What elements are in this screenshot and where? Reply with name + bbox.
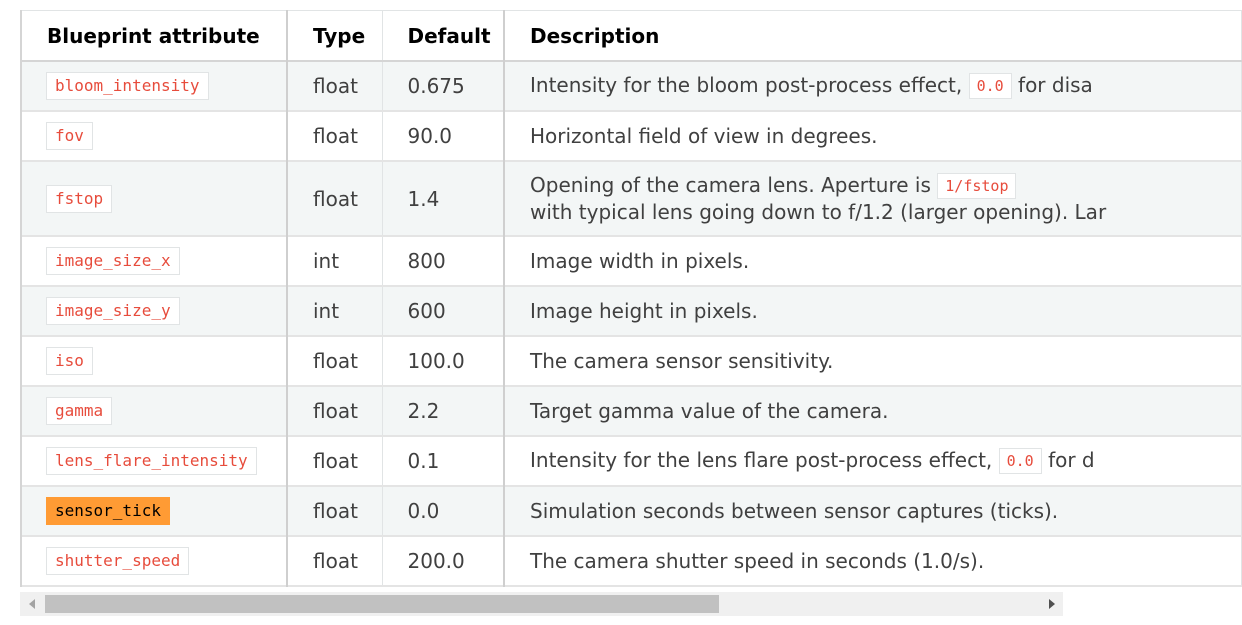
table-row: bloom_intensity float 0.675 Intensity fo… [20, 60, 1242, 112]
attribute-cell: fov [20, 110, 288, 162]
header-description: Description [503, 10, 1242, 62]
table-row: lens_flare_intensity float 0.1 Intensity… [20, 435, 1242, 487]
description-cell: Target gamma value of the camera. [503, 385, 1242, 437]
description-line: with typical lens going down to f/1.2 (l… [530, 200, 1107, 225]
description-cell: The camera shutter speed in seconds (1.0… [503, 535, 1242, 587]
description-cell: Simulation seconds between sensor captur… [503, 485, 1242, 537]
default-cell: 1.4 [381, 160, 505, 237]
type-cell: float [286, 110, 383, 162]
type-cell: float [286, 160, 383, 237]
default-cell: 0.675 [381, 60, 505, 112]
description-cell: Intensity for the lens flare post-proces… [503, 435, 1242, 487]
type-cell: float [286, 485, 383, 537]
attribute-code: image_size_x [46, 247, 180, 275]
description-cell: The camera sensor sensitivity. [503, 335, 1242, 387]
default-cell: 800 [381, 235, 505, 287]
type-cell: float [286, 385, 383, 437]
table-row: image_size_x int 800 Image width in pixe… [20, 235, 1242, 287]
description-text: for disa [1011, 72, 1093, 97]
type-cell: int [286, 285, 383, 337]
description-text: Intensity for the lens flare post-proces… [530, 447, 999, 472]
description-code: 1/fstop [937, 173, 1017, 200]
description-code: 0.0 [998, 448, 1042, 475]
description-text: Intensity for the bloom post-process eff… [530, 72, 969, 97]
type-cell: float [286, 535, 383, 587]
attribute-code-highlighted: sensor_tick [46, 497, 170, 525]
attribute-code: lens_flare_intensity [46, 447, 257, 475]
chevron-right-icon[interactable] [1049, 599, 1055, 609]
description-text: Opening of the camera lens. Aperture is [530, 172, 938, 197]
attribute-code: fstop [46, 184, 113, 213]
attribute-cell: iso [20, 335, 288, 387]
default-cell: 90.0 [381, 110, 505, 162]
header-type: Type [286, 10, 383, 62]
attributes-table-viewport: Blueprint attribute Type Default Descrip… [20, 10, 1242, 592]
attribute-code: image_size_y [46, 297, 180, 325]
attribute-cell: image_size_y [20, 285, 288, 337]
horizontal-scrollbar[interactable] [20, 592, 1063, 616]
attribute-cell: shutter_speed [20, 535, 288, 587]
type-cell: float [286, 60, 383, 112]
header-default: Default [381, 10, 505, 62]
default-cell: 2.2 [381, 385, 505, 437]
attribute-code: fov [46, 122, 93, 150]
description-cell: Opening of the camera lens. Aperture is … [503, 160, 1242, 237]
description-text: for d [1041, 447, 1095, 472]
attribute-cell: bloom_intensity [20, 60, 288, 112]
description-cell: Horizontal field of view in degrees. [503, 110, 1242, 162]
header-blueprint-attribute: Blueprint attribute [20, 10, 288, 62]
description-cell: Image height in pixels. [503, 285, 1242, 337]
description-cell: Intensity for the bloom post-process eff… [503, 60, 1242, 112]
table-row: image_size_y int 600 Image height in pix… [20, 285, 1242, 337]
default-cell: 100.0 [381, 335, 505, 387]
attribute-code: bloom_intensity [46, 72, 209, 100]
attribute-cell: lens_flare_intensity [20, 435, 288, 487]
table-row: sensor_tick float 0.0 Simulation seconds… [20, 485, 1242, 537]
attribute-code: iso [46, 347, 93, 375]
table-row: fstop float 1.4 Opening of the camera le… [20, 160, 1242, 237]
description-code: 0.0 [968, 73, 1012, 100]
attribute-cell: gamma [20, 385, 288, 437]
type-cell: float [286, 335, 383, 387]
blueprint-attributes-table: Blueprint attribute Type Default Descrip… [20, 10, 1242, 587]
scrollbar-thumb[interactable] [45, 595, 719, 613]
type-cell: int [286, 235, 383, 287]
default-cell: 200.0 [381, 535, 505, 587]
type-cell: float [286, 435, 383, 487]
default-cell: 0.1 [381, 435, 505, 487]
attribute-code: shutter_speed [46, 547, 190, 575]
attribute-code: gamma [46, 397, 113, 425]
table-header-row: Blueprint attribute Type Default Descrip… [20, 10, 1242, 62]
attribute-cell: fstop [20, 160, 288, 237]
default-cell: 0.0 [381, 485, 505, 537]
table-row: fov float 90.0 Horizontal field of view … [20, 110, 1242, 162]
chevron-left-icon[interactable] [29, 599, 35, 609]
description-line: Opening of the camera lens. Aperture is … [530, 172, 1241, 200]
default-cell: 600 [381, 285, 505, 337]
attribute-cell: image_size_x [20, 235, 288, 287]
table-row: shutter_speed float 200.0 The camera shu… [20, 535, 1242, 587]
table-row: iso float 100.0 The camera sensor sensit… [20, 335, 1242, 387]
description-cell: Image width in pixels. [503, 235, 1242, 287]
attribute-cell: sensor_tick [20, 485, 288, 537]
table-row: gamma float 2.2 Target gamma value of th… [20, 385, 1242, 437]
